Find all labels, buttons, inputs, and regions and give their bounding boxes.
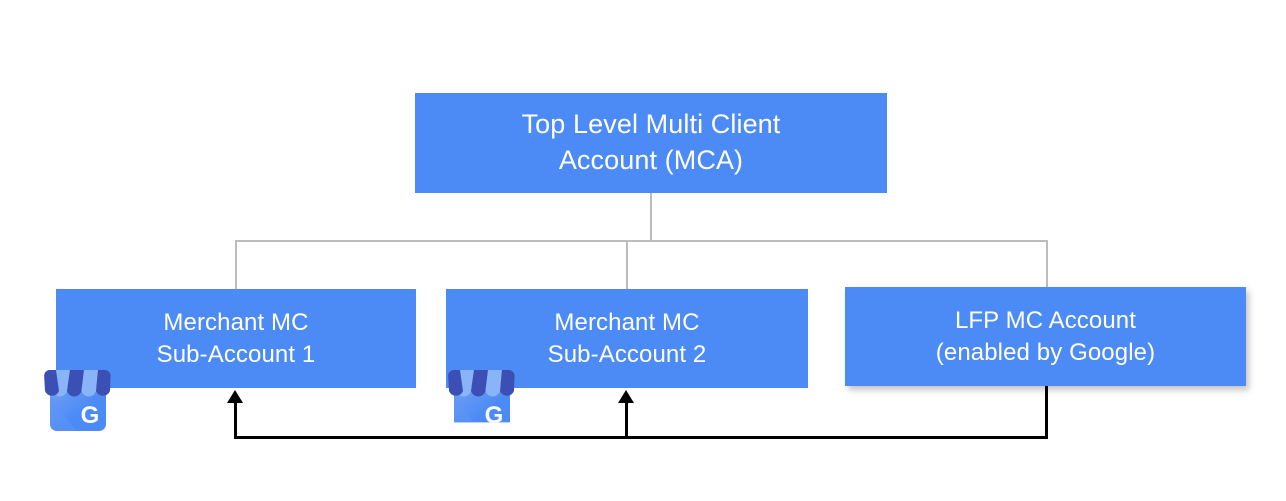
node-merchant-sub-account-1[interactable]: Merchant MC Sub-Account 1 <box>56 289 416 388</box>
connector-horizontal-bus <box>235 240 1048 242</box>
arrow-head-to-sub1-icon <box>227 390 243 403</box>
feedback-edge-horizontal <box>234 436 1048 439</box>
node-merchant-sub-account-2-label: Merchant MC Sub-Account 2 <box>547 308 707 368</box>
svg-text:G: G <box>81 402 100 429</box>
feedback-edge-riser-sub2 <box>625 401 628 438</box>
arrow-head-to-sub2-icon <box>618 390 634 403</box>
connector-drop-lfp <box>1046 240 1048 288</box>
feedback-edge-riser-sub1 <box>234 401 237 438</box>
connector-drop-sub2 <box>626 240 628 290</box>
connector-mca-stem <box>650 193 652 242</box>
node-merchant-sub-account-1-label: Merchant MC Sub-Account 1 <box>156 308 316 368</box>
node-top-level-mca[interactable]: Top Level Multi Client Account (MCA) <box>415 93 887 193</box>
svg-text:G: G <box>485 402 504 429</box>
connector-drop-sub1 <box>235 240 237 290</box>
node-top-level-mca-label: Top Level Multi Client Account (MCA) <box>521 109 781 175</box>
google-my-business-icon: G <box>43 365 113 435</box>
node-lfp-mc-account[interactable]: LFP MC Account (enabled by Google) <box>845 287 1246 386</box>
node-lfp-mc-account-label: LFP MC Account (enabled by Google) <box>935 306 1156 366</box>
feedback-edge-lfp-riser <box>1045 386 1048 438</box>
google-my-business-icon: G <box>447 365 517 435</box>
